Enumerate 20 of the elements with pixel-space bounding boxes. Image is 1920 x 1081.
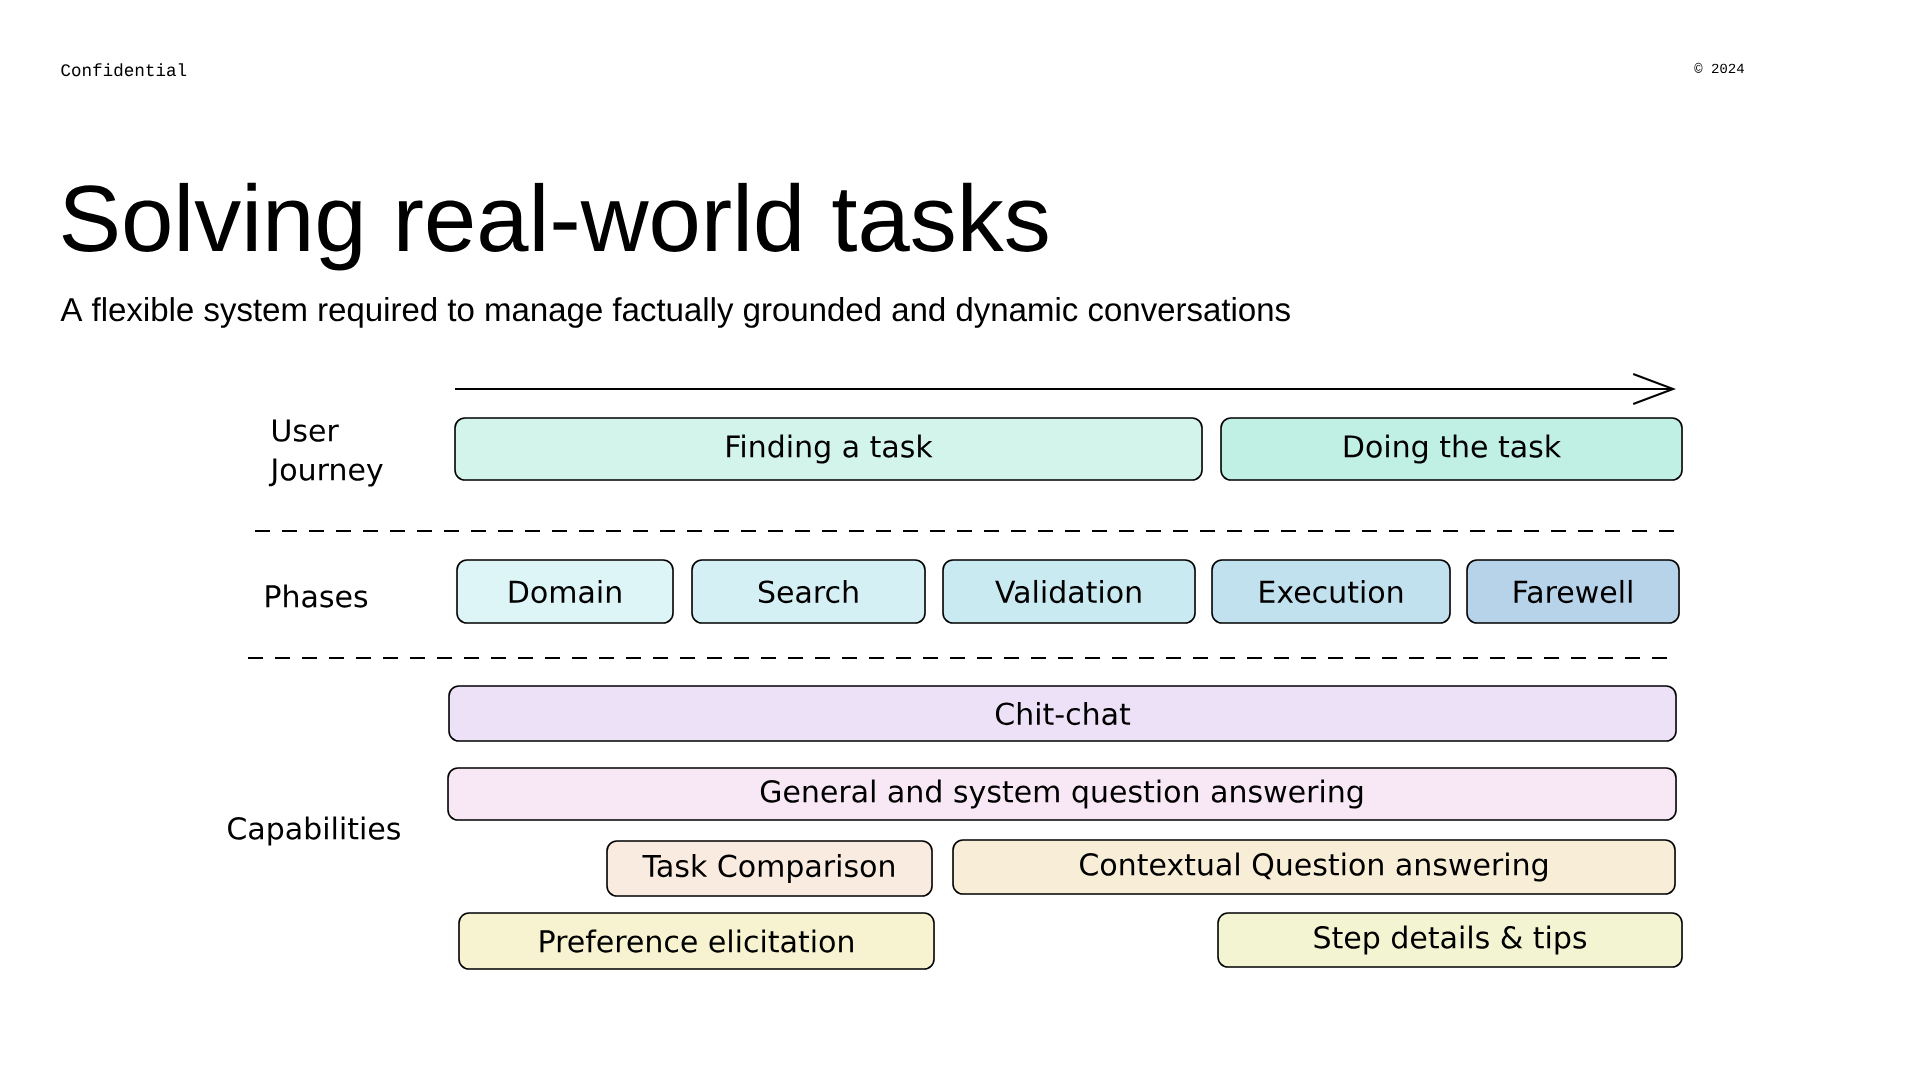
capability-label: Task Comparison <box>642 854 894 884</box>
phase-label: Domain <box>509 579 621 604</box>
stage-label: Doing the task <box>1344 434 1562 464</box>
capability-label: Contextual Question answering <box>1080 852 1547 882</box>
capability-label: General and system question answering <box>760 779 1363 809</box>
row-label: User Journey <box>268 419 383 487</box>
capability-label: Step details & tips <box>1314 925 1587 955</box>
confidentiality-note: Confidential <box>61 63 187 77</box>
subtitle: A flexible system required to manage factually grounded and dynamic conversations <box>60 297 1290 328</box>
capability-label: Chit-chat <box>995 701 1131 726</box>
phase-label: Validation <box>995 579 1141 604</box>
phase-label: Farewell <box>1514 579 1632 604</box>
copyright-note: © 2024 <box>1694 62 1744 74</box>
title: Solving real-world tasks <box>62 182 1048 271</box>
row-label: Phases <box>266 584 368 608</box>
phase-label: Execution <box>1260 579 1403 604</box>
stage-label: Finding a task <box>727 434 933 464</box>
row-label: Capabilities <box>228 816 400 846</box>
phase-label: Search <box>758 579 858 604</box>
capability-label: Preference elicitation <box>540 929 853 953</box>
